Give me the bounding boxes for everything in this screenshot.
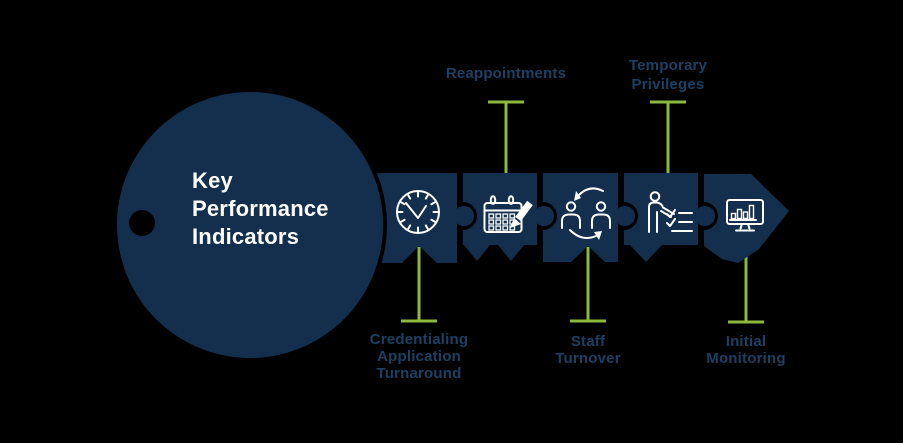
connector-credentialing <box>401 247 437 323</box>
key-hole <box>129 210 155 236</box>
key-head-title: Key Performance Indicators <box>192 168 329 249</box>
key-knob-2 <box>534 206 554 226</box>
clock-icon <box>396 190 440 234</box>
monitor-bar-chart-icon <box>726 199 764 232</box>
person-checklist-icon <box>648 191 693 233</box>
key-segment-staff-turnover <box>543 173 618 262</box>
people-cycle-icon <box>561 187 611 240</box>
label-temporary-privileges: Temporary Privileges <box>628 57 708 93</box>
calendar-edit-icon <box>483 195 533 233</box>
connector-staff-turnover <box>570 247 606 323</box>
connector-initial-monitoring <box>728 255 764 324</box>
connector-reappointments <box>488 100 524 174</box>
label-credentialing-application-turnaround: Credentialing Application Turnaround <box>369 331 469 382</box>
key-knob-3 <box>615 206 635 226</box>
label-initial-monitoring: Initial Monitoring <box>706 333 786 367</box>
key-head-circle <box>113 88 387 362</box>
key-knob-1 <box>454 206 474 226</box>
key-knob-4 <box>695 206 715 226</box>
label-reappointments: Reappointments <box>445 65 567 82</box>
key-segment-temporary-privileges <box>624 173 698 262</box>
key-segment-credentialing <box>376 173 457 263</box>
label-staff-turnover: Staff Turnover <box>555 333 621 367</box>
connector-temporary-privileges <box>650 100 686 174</box>
